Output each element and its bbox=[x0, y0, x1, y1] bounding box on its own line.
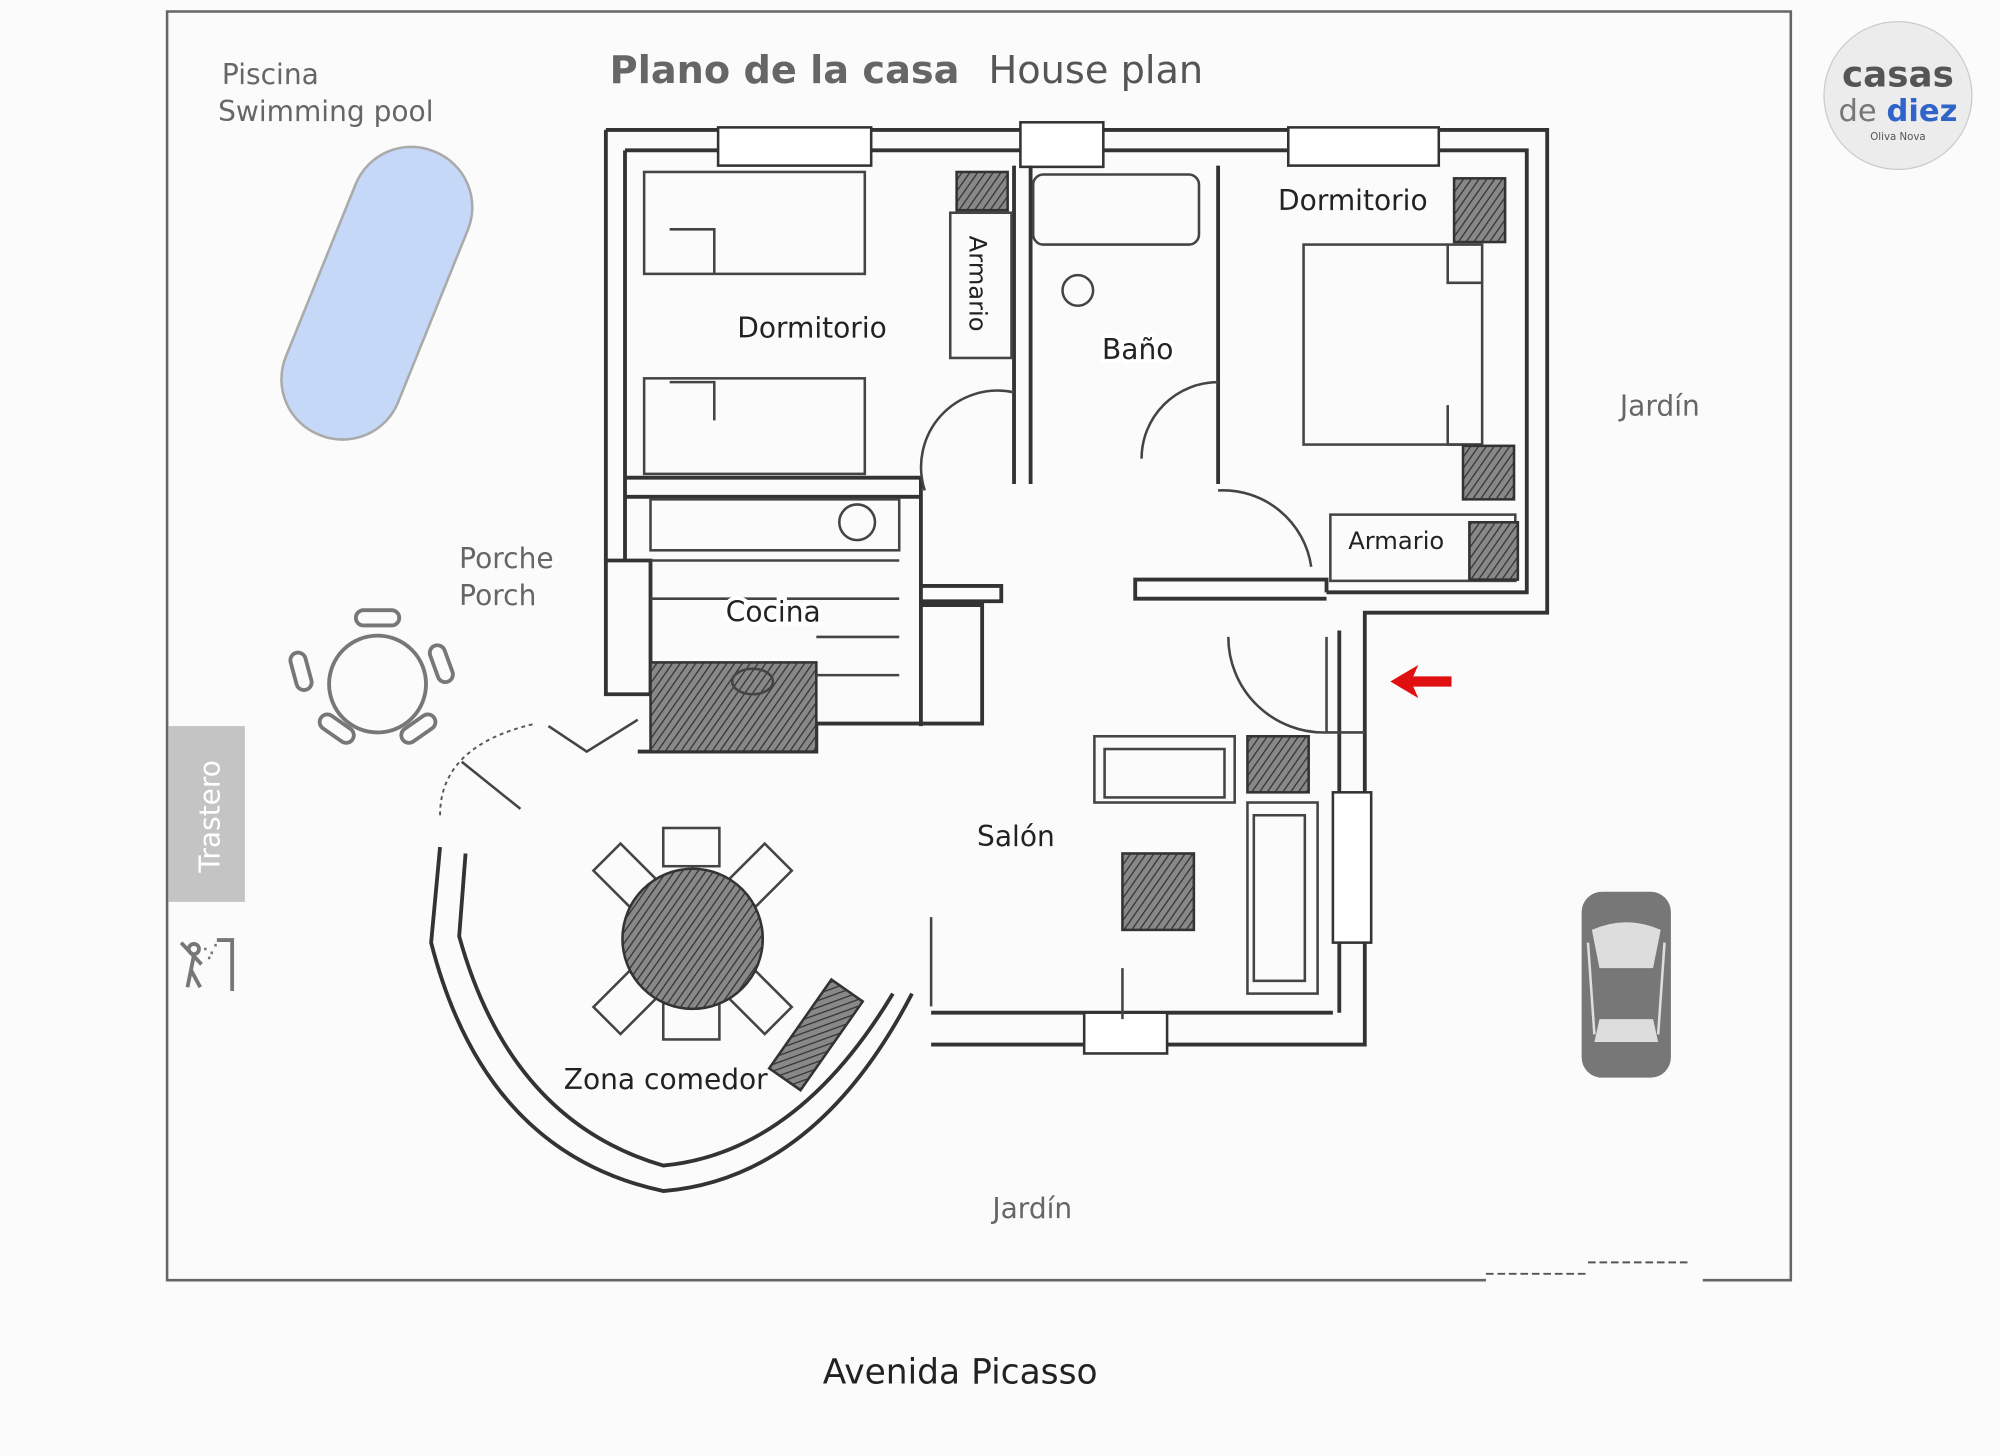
dining-table bbox=[591, 826, 794, 1041]
porch-label-es: Porche bbox=[459, 542, 553, 575]
svg-text:casas: casas bbox=[1842, 55, 1954, 96]
pool-label-es: Piscina bbox=[222, 58, 319, 91]
room-label-living: Salón bbox=[977, 820, 1055, 853]
street-label: Avenida Picasso bbox=[823, 1352, 1098, 1392]
room-label-wardrobe-1: Armario bbox=[963, 236, 991, 332]
room-label-dining: Zona comedor bbox=[564, 1063, 768, 1096]
svg-text:Oliva Nova: Oliva Nova bbox=[1870, 132, 1925, 143]
room-label-kitchen: Cocina bbox=[726, 596, 821, 629]
entrance-arrow-icon bbox=[1390, 664, 1452, 699]
pool-label-en: Swimming pool bbox=[218, 95, 433, 128]
dining-bay bbox=[429, 718, 914, 1193]
storage-label: Trastero bbox=[193, 760, 226, 874]
svg-text:de diez: de diez bbox=[1838, 94, 1957, 129]
logo: casas de diez Oliva Nova bbox=[1823, 21, 1973, 171]
swimming-pool bbox=[280, 145, 474, 441]
room-label-bathroom: Baño bbox=[1102, 333, 1173, 366]
room-label-wardrobe-2: Armario bbox=[1348, 527, 1444, 555]
title-english: House plan bbox=[989, 49, 1204, 93]
room-label-bedroom-2: Dormitorio bbox=[1278, 184, 1428, 217]
porch-table bbox=[288, 608, 455, 745]
outdoor-shower-icon bbox=[179, 938, 235, 992]
storage-room bbox=[168, 726, 245, 902]
car-icon bbox=[1581, 891, 1671, 1078]
garden-label-south: Jardín bbox=[990, 1192, 1072, 1225]
house-walls bbox=[603, 121, 1550, 1055]
porch-label-en: Porch bbox=[459, 579, 536, 612]
garden-label-east: Jardín bbox=[1618, 389, 1700, 422]
room-label-bedroom-1: Dormitorio bbox=[737, 312, 887, 345]
title-spanish: Plano de la casa bbox=[610, 49, 960, 93]
lot-boundary bbox=[165, 10, 1793, 1282]
gate-dashed bbox=[1485, 1261, 1691, 1275]
